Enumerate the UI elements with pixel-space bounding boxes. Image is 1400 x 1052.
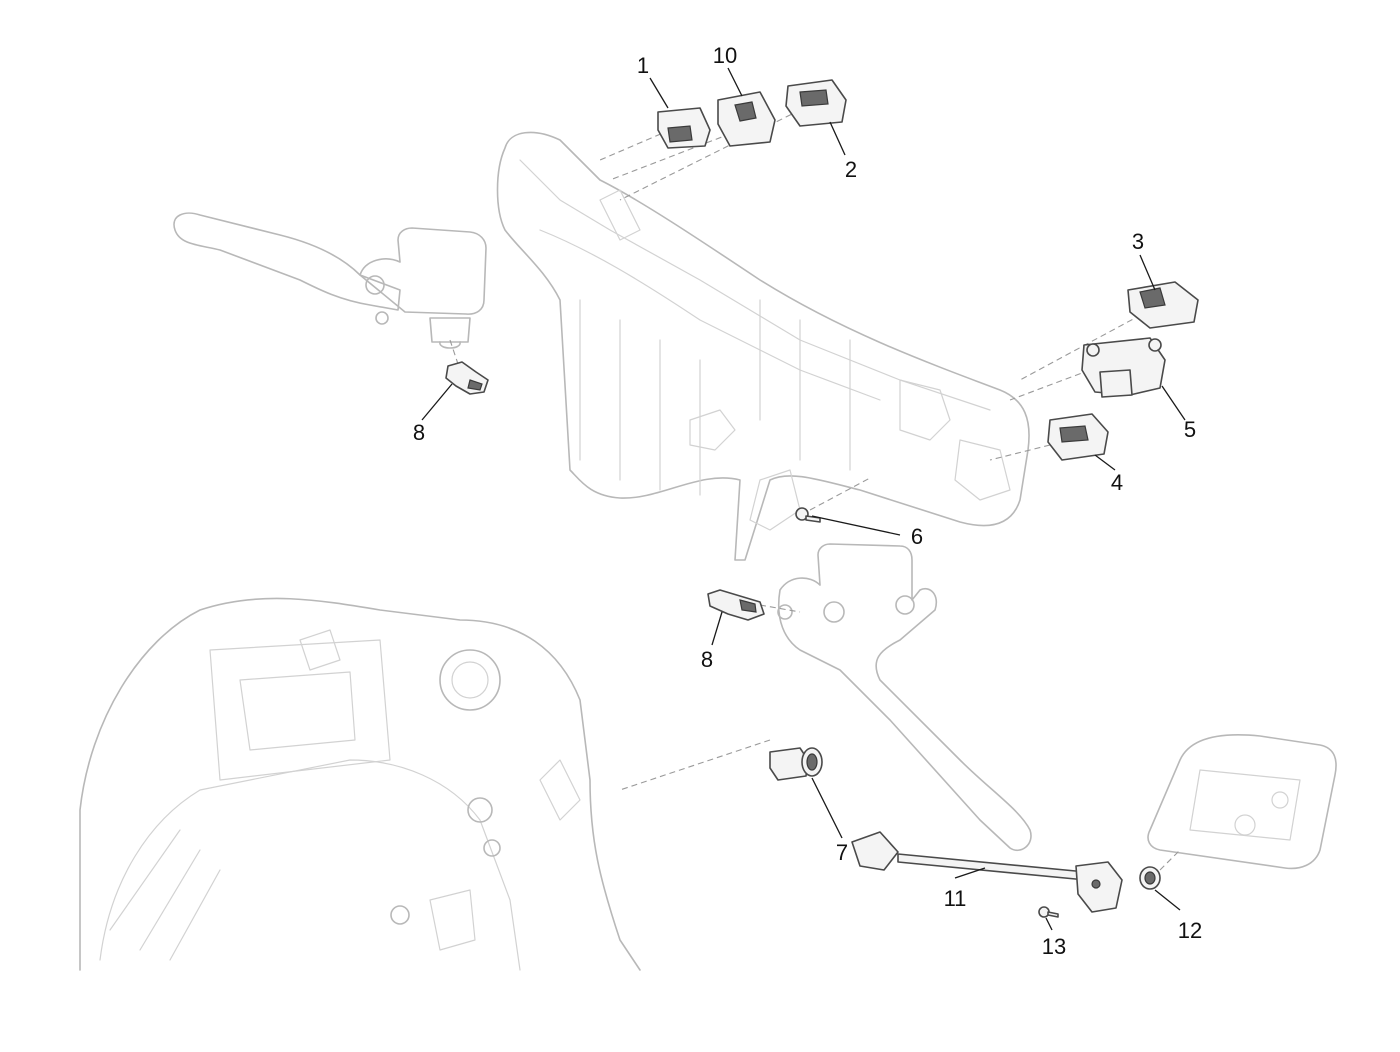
callout-8-lower: 8 xyxy=(701,647,713,672)
part-11-cable-sensor xyxy=(851,831,1123,913)
callout-13: 13 xyxy=(1042,934,1066,959)
part-13-screw xyxy=(1038,906,1059,918)
part-1-switch xyxy=(657,107,711,149)
callout-8-upper: 8 xyxy=(413,420,425,445)
part-4-switch xyxy=(1047,413,1109,461)
callout-6: 6 xyxy=(911,524,923,549)
callout-5: 5 xyxy=(1184,417,1196,442)
callout-3: 3 xyxy=(1132,229,1144,254)
part-8-stop-switch-lower xyxy=(707,589,765,621)
part-10-switch xyxy=(717,91,776,147)
part-8-stop-switch-upper xyxy=(445,361,489,395)
part-3-switch xyxy=(1127,281,1199,329)
part-7-socket xyxy=(769,747,823,781)
right-brake-lever xyxy=(777,543,1032,852)
rear-switch-housing xyxy=(1147,734,1337,870)
callout-12: 12 xyxy=(1178,918,1202,943)
part-12-bushing xyxy=(1139,866,1161,890)
callout-1: 1 xyxy=(637,53,649,78)
callout-11: 11 xyxy=(944,886,967,911)
left-brake-lever xyxy=(173,212,487,349)
callout-7: 7 xyxy=(836,840,848,865)
front-shield xyxy=(79,597,641,971)
callout-labels: 1 10 2 3 5 4 6 8 8 7 11 12 13 xyxy=(413,43,1202,959)
callout-4: 4 xyxy=(1111,470,1123,495)
callout-10: 10 xyxy=(713,43,737,68)
part-6-screw xyxy=(795,507,821,523)
callout-2: 2 xyxy=(845,157,857,182)
callout-leaders xyxy=(421,67,1186,931)
part-2-switch xyxy=(785,79,847,127)
part-5-switch-assembly xyxy=(1081,337,1166,398)
handlebar-housing xyxy=(496,131,1030,561)
